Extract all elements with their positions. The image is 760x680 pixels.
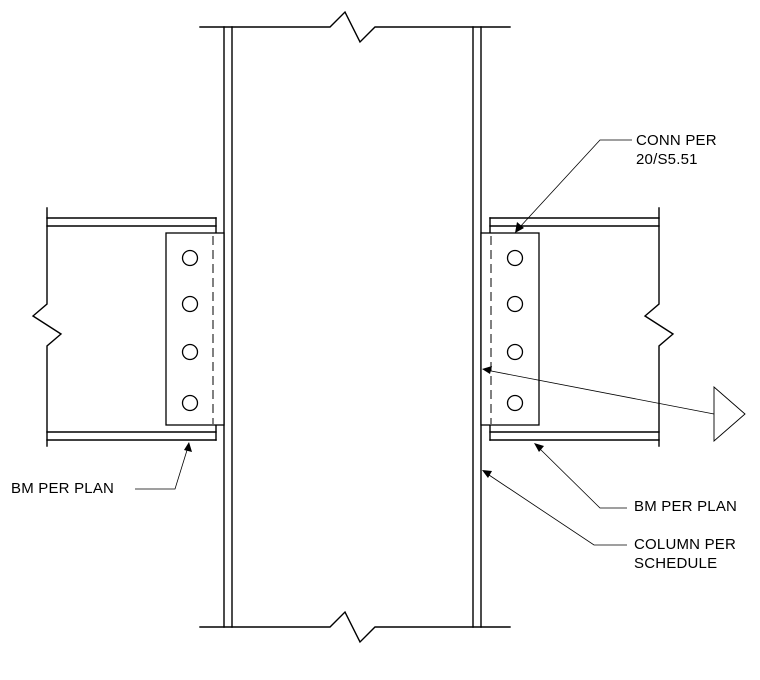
left-bolt-3 <box>181 343 199 361</box>
left-beam-break-line <box>31 207 63 447</box>
column <box>199 10 511 644</box>
column-top-break-line <box>199 10 511 44</box>
right-beam-break-line <box>643 207 675 447</box>
right-bolt-3 <box>506 343 524 361</box>
left-bolt-2 <box>181 295 199 313</box>
section-cut-arrowhead <box>482 366 492 374</box>
left-bolt-1 <box>181 249 199 267</box>
column-leader <box>482 470 627 546</box>
bm-right-leader-arrowhead <box>534 443 544 452</box>
column-label: COLUMN PER SCHEDULE <box>634 535 736 573</box>
left-beam <box>31 207 225 447</box>
bm-left-leader-arrowhead <box>184 442 192 452</box>
conn-leader <box>515 139 632 233</box>
section-cut-marker <box>713 386 746 442</box>
bm-left-label: BM PER PLAN <box>11 480 115 497</box>
bm-right-label: BM PER PLAN <box>634 498 738 515</box>
bm-right-leader <box>534 443 627 509</box>
conn-label-line1: CONN PER <box>636 132 717 149</box>
right-bolt-1 <box>506 249 524 267</box>
right-bolt-4 <box>506 394 524 412</box>
section-cut-leader <box>482 366 746 442</box>
column-label-line2: SCHEDULE <box>634 555 718 572</box>
column-label-line1: COLUMN PER <box>634 536 737 553</box>
left-bolt-4 <box>181 394 199 412</box>
bm-left-leader <box>135 442 192 490</box>
conn-label: CONN PER 20/S5.51 <box>636 131 717 169</box>
left-shear-plate <box>165 232 225 426</box>
column-bottom-break-line <box>199 610 511 644</box>
right-beam <box>480 207 675 447</box>
conn-label-line2: 20/S5.51 <box>636 151 698 168</box>
column-leader-arrowhead <box>482 470 492 478</box>
conn-leader-arrowhead <box>515 222 524 233</box>
right-bolt-2 <box>506 295 524 313</box>
